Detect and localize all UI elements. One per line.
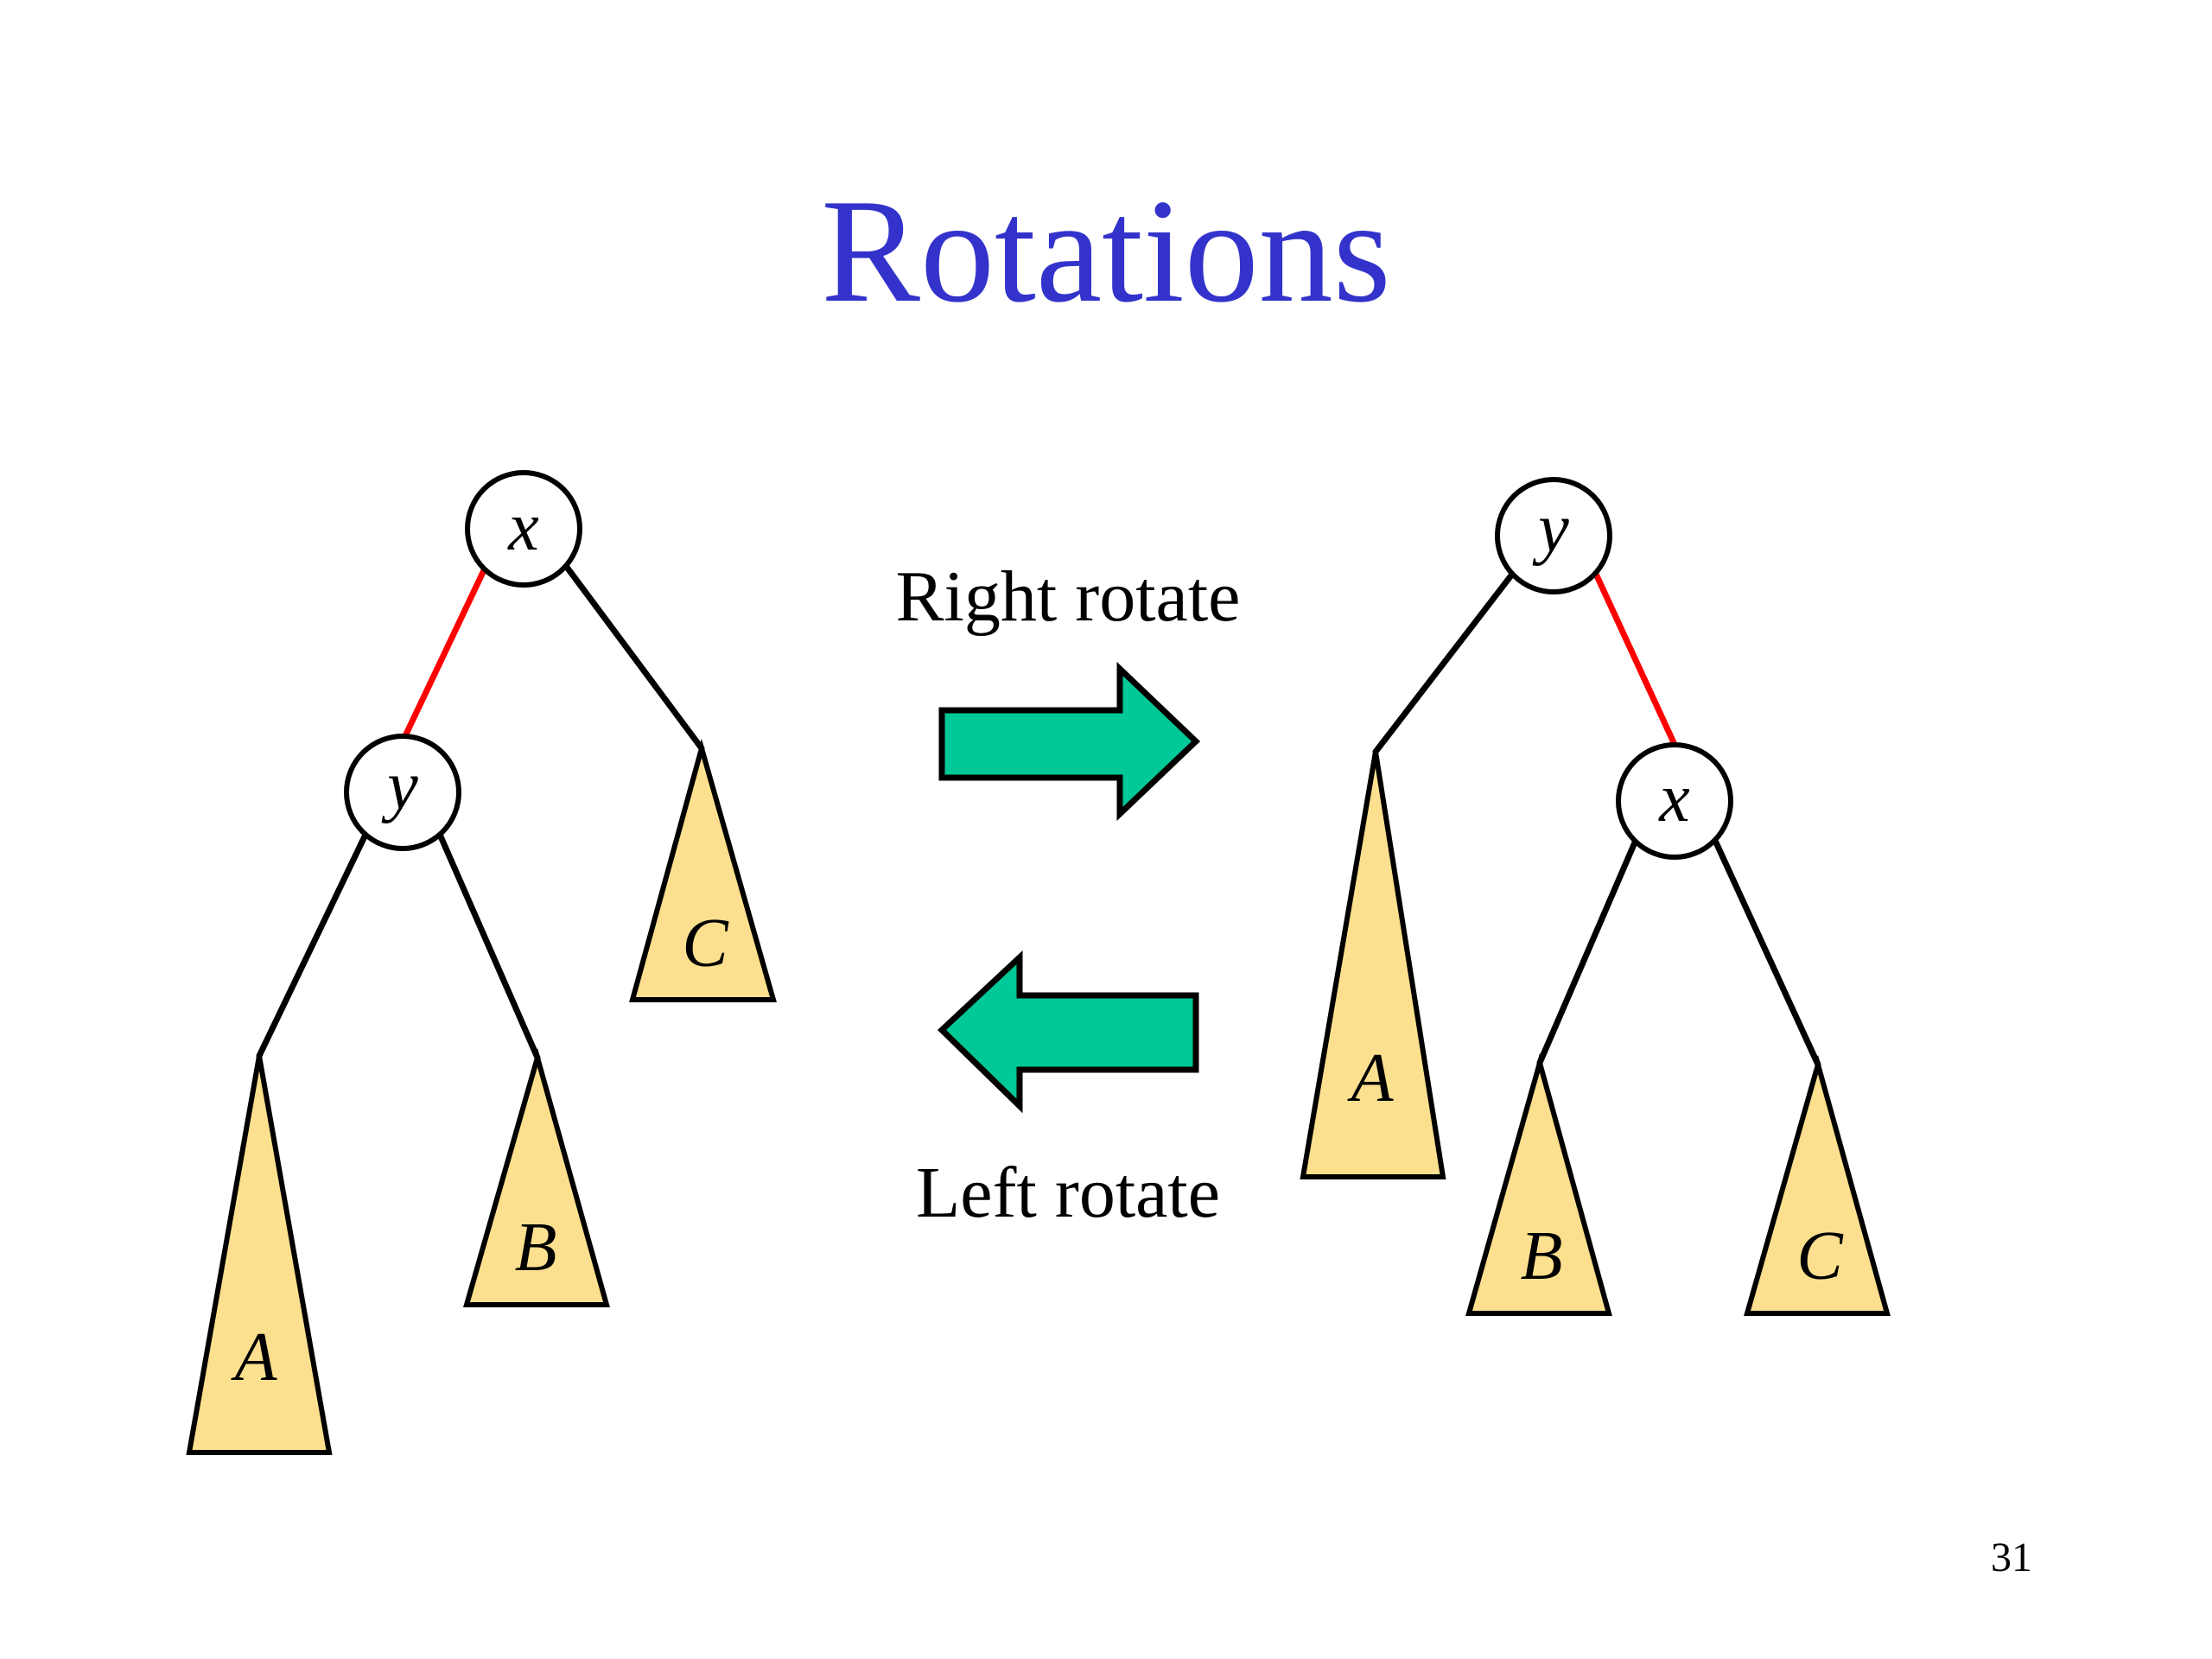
right-subtree-c-shape (1744, 1054, 1891, 1316)
right-subtree-c: C (1744, 1054, 1891, 1316)
left-edge-y-b (437, 833, 541, 1061)
right-rotate-label: Right rotate (896, 556, 1241, 637)
left-edge-y-a (256, 833, 368, 1059)
left-node-x-circle (465, 470, 582, 588)
left-arrow-icon (937, 950, 1199, 1114)
slide-title: Rotations (821, 169, 1390, 334)
left-subtree-a: A (186, 1055, 333, 1455)
right-edge-x-c (1713, 839, 1821, 1068)
right-node-y: y (1495, 477, 1612, 594)
right-tree: A B C y x (1300, 477, 1891, 1316)
left-node-x-label: x (507, 489, 539, 565)
right-arrow-icon (938, 661, 1201, 822)
right-node-y-label: y (1532, 491, 1569, 567)
right-edge-y-x (1592, 569, 1680, 752)
right-edge-y-a (1372, 569, 1517, 755)
right-node-x: x (1616, 742, 1733, 860)
rotation-arrows: Right rotate Left rotate (896, 556, 1241, 1233)
right-node-x-circle (1616, 742, 1733, 860)
right-subtree-a: A (1300, 751, 1446, 1179)
left-subtree-a-label: A (231, 1319, 278, 1395)
left-subtree-b-label: B (515, 1210, 557, 1286)
right-subtree-b-shape (1465, 1052, 1612, 1316)
left-node-y-circle (344, 734, 461, 851)
right-node-y-circle (1495, 477, 1612, 594)
left-subtree-c-shape (629, 738, 777, 1002)
left-subtree-b-shape (463, 1047, 610, 1307)
left-edge-x-y (399, 567, 487, 745)
left-subtree-c-label: C (682, 906, 729, 982)
right-subtree-a-label: A (1347, 1040, 1395, 1116)
right-subtree-b-label: B (1521, 1218, 1563, 1294)
left-edge-x-c (563, 563, 705, 752)
left-node-x: x (465, 470, 582, 588)
right-subtree-c-label: C (1796, 1218, 1844, 1294)
left-node-y: y (344, 734, 461, 851)
right-edge-x-b (1536, 839, 1638, 1066)
left-subtree-b: B (463, 1047, 610, 1307)
right-node-x-label: x (1658, 760, 1690, 836)
page-number: 31 (1991, 1535, 2032, 1580)
left-subtree-a-shape (186, 1055, 333, 1455)
left-rotate-label: Left rotate (916, 1153, 1220, 1233)
right-subtree-b: B (1465, 1052, 1612, 1316)
right-subtree-a-shape (1300, 751, 1446, 1179)
left-tree: C A B x y (186, 470, 777, 1455)
left-node-y-label: y (381, 748, 418, 824)
left-subtree-c: C (629, 738, 777, 1002)
